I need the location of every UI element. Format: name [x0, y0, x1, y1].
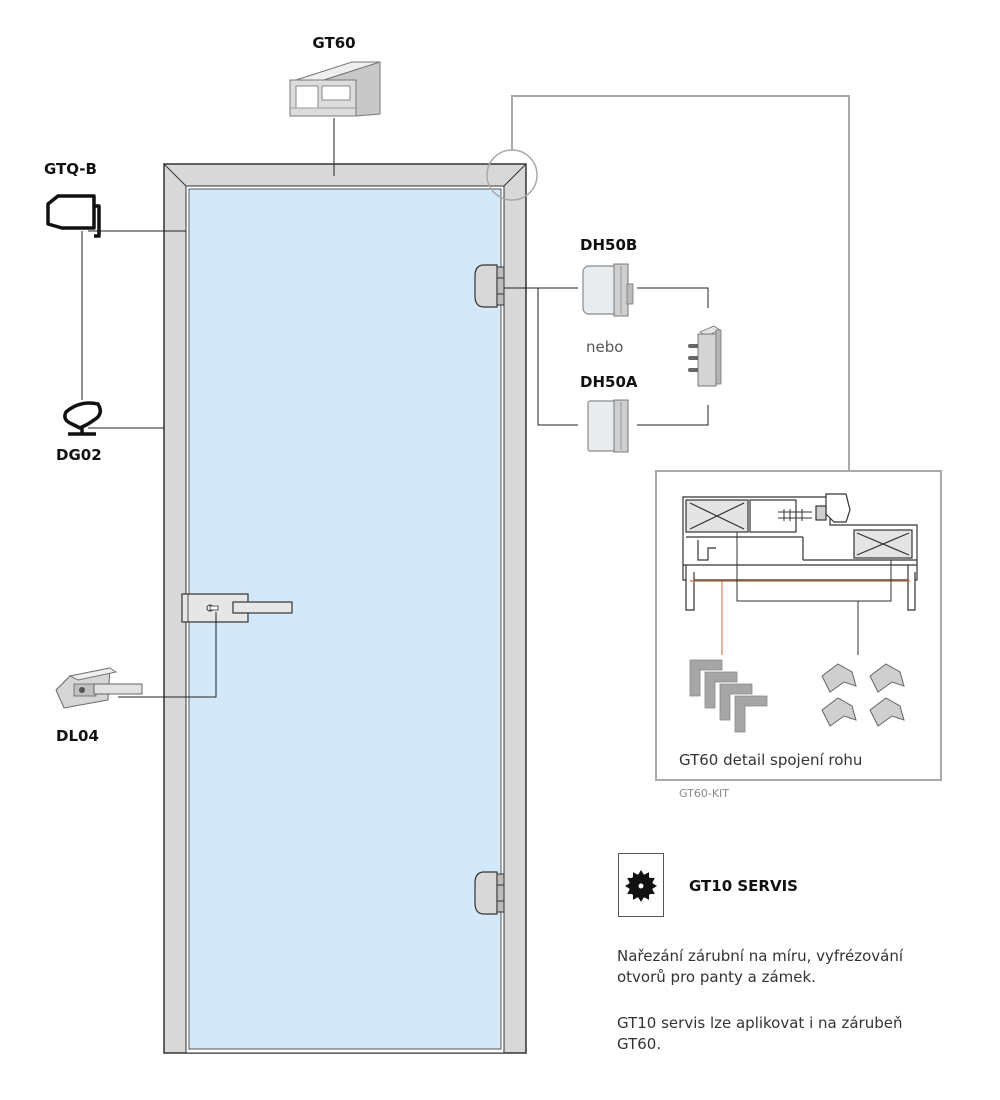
leader-lines: [81, 118, 709, 698]
corner-angle-icon: [689, 659, 768, 733]
corner-clip-icon: [821, 663, 905, 727]
frame-miter-right: [503, 163, 527, 187]
label-dl04: DL04: [56, 727, 99, 745]
servis-title: GT10 SERVIS: [689, 877, 798, 895]
gtqb-seal-icon: [46, 194, 101, 238]
corner-detail-box: GT60 detail spojení rohu: [655, 470, 942, 781]
gt60-profile-icon: [289, 61, 381, 117]
detail-callout-line: [511, 95, 850, 471]
servis-box: [618, 853, 664, 917]
frame-hinge-bracket-icon: [688, 325, 722, 387]
dl04-lock-icon: [55, 667, 143, 709]
label-gt60: GT60: [312, 34, 355, 52]
dh50a-hinge-icon: [587, 399, 629, 453]
label-dh50b: DH50B: [580, 236, 637, 254]
detail-caption: GT60 detail spojení rohu: [679, 751, 862, 769]
hinge-top: [474, 264, 505, 308]
dh50b-hinge-icon: [582, 263, 634, 317]
servis-text-2-line-1: GT10 servis lze aplikovat i na zárubeň: [617, 1014, 903, 1032]
label-nebo: nebo: [586, 338, 623, 356]
detail-kit-label: GT60-KIT: [679, 787, 729, 800]
gt60-cross-section: [682, 493, 918, 611]
servis-text-1-line-1: Nařezání zárubní na míru, vyfrézování: [617, 947, 904, 965]
servis-text-2-line-2: GT60.: [617, 1035, 662, 1053]
frame-miter-left: [163, 163, 187, 187]
lock-and-handle: [181, 593, 293, 623]
saw-blade-icon: [625, 870, 657, 902]
hinge-bottom: [474, 871, 505, 915]
servis-text-1-line-2: otvorů pro panty a zámek.: [617, 968, 816, 986]
label-gtqb: GTQ-B: [44, 160, 97, 178]
label-dh50a: DH50A: [580, 373, 638, 391]
dg02-seal-icon: [63, 401, 102, 436]
label-dg02: DG02: [56, 446, 102, 464]
